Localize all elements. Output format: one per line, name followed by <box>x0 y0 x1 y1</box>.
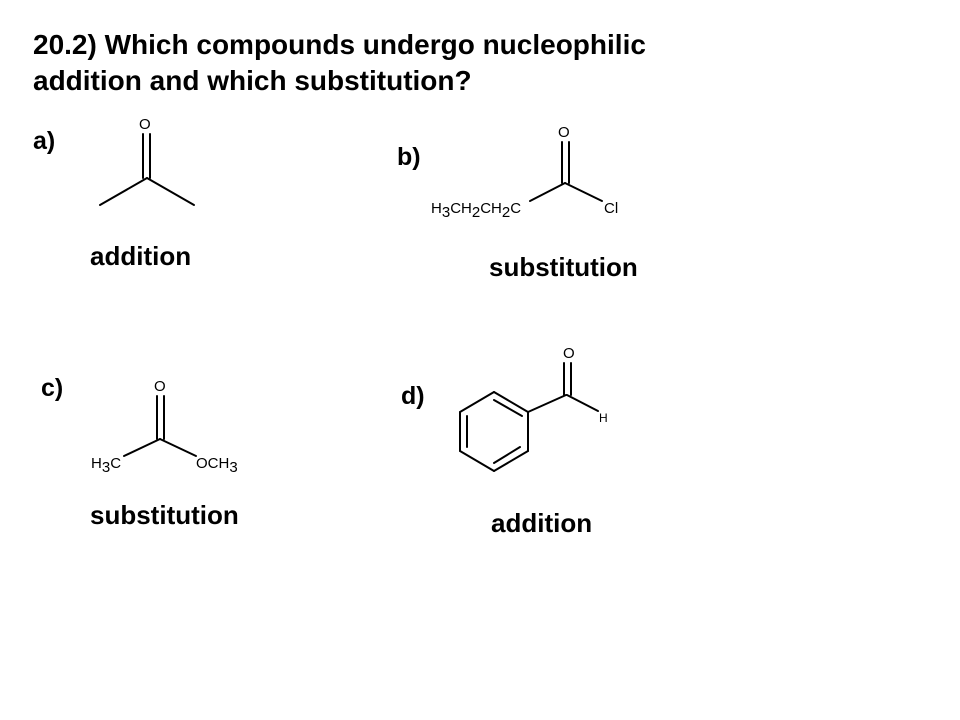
label-a: a) <box>33 127 56 155</box>
molecule-a-bond-left <box>99 177 148 206</box>
question-line-2: addition and which substitution? <box>33 65 472 96</box>
molecule-d-oxygen: O <box>563 345 575 362</box>
molecule-b-propyl-group: H3CH2CH2C <box>431 200 521 221</box>
ring-bond-6 <box>459 391 495 413</box>
answer-c: substitution <box>90 500 239 530</box>
molecule-c-bond-left <box>123 438 161 457</box>
molecule-b-bond-left <box>529 182 566 202</box>
molecule-b-bond-right <box>564 182 603 202</box>
molecule-c-bond-right <box>159 438 197 457</box>
molecule-c-oxygen: O <box>154 378 166 395</box>
molecule-c-methyl-group: H3C <box>91 455 121 476</box>
answer-a: addition <box>90 241 192 271</box>
ring-bond-4 <box>459 450 495 472</box>
label-c: c) <box>41 374 64 402</box>
answer-d: addition <box>491 508 593 538</box>
molecule-c-methoxy-group: OCH3 <box>196 455 238 476</box>
molecule-a-bond-right <box>146 177 195 206</box>
molecule-a-oxygen: O <box>139 116 151 133</box>
molecule-b-chlorine: Cl <box>604 200 618 217</box>
question-line-1: 20.2) Which compounds undergo nucleophil… <box>33 29 646 60</box>
bond-ring-carbonyl <box>527 394 567 413</box>
ring-bond-3 <box>493 450 529 472</box>
molecule-d-hydrogen: H <box>599 411 608 425</box>
ring-double-bond-2 <box>493 446 521 464</box>
ring-double-bond-1 <box>493 399 523 417</box>
label-d: d) <box>401 382 425 410</box>
molecule-b-oxygen: O <box>558 124 570 141</box>
label-b: b) <box>397 143 421 171</box>
question-title: 20.2) Which compounds undergo nucleophil… <box>33 27 833 99</box>
answer-b: substitution <box>489 252 638 282</box>
molecule-d-bond-ch <box>566 394 599 412</box>
ring-bond-1 <box>493 391 529 413</box>
